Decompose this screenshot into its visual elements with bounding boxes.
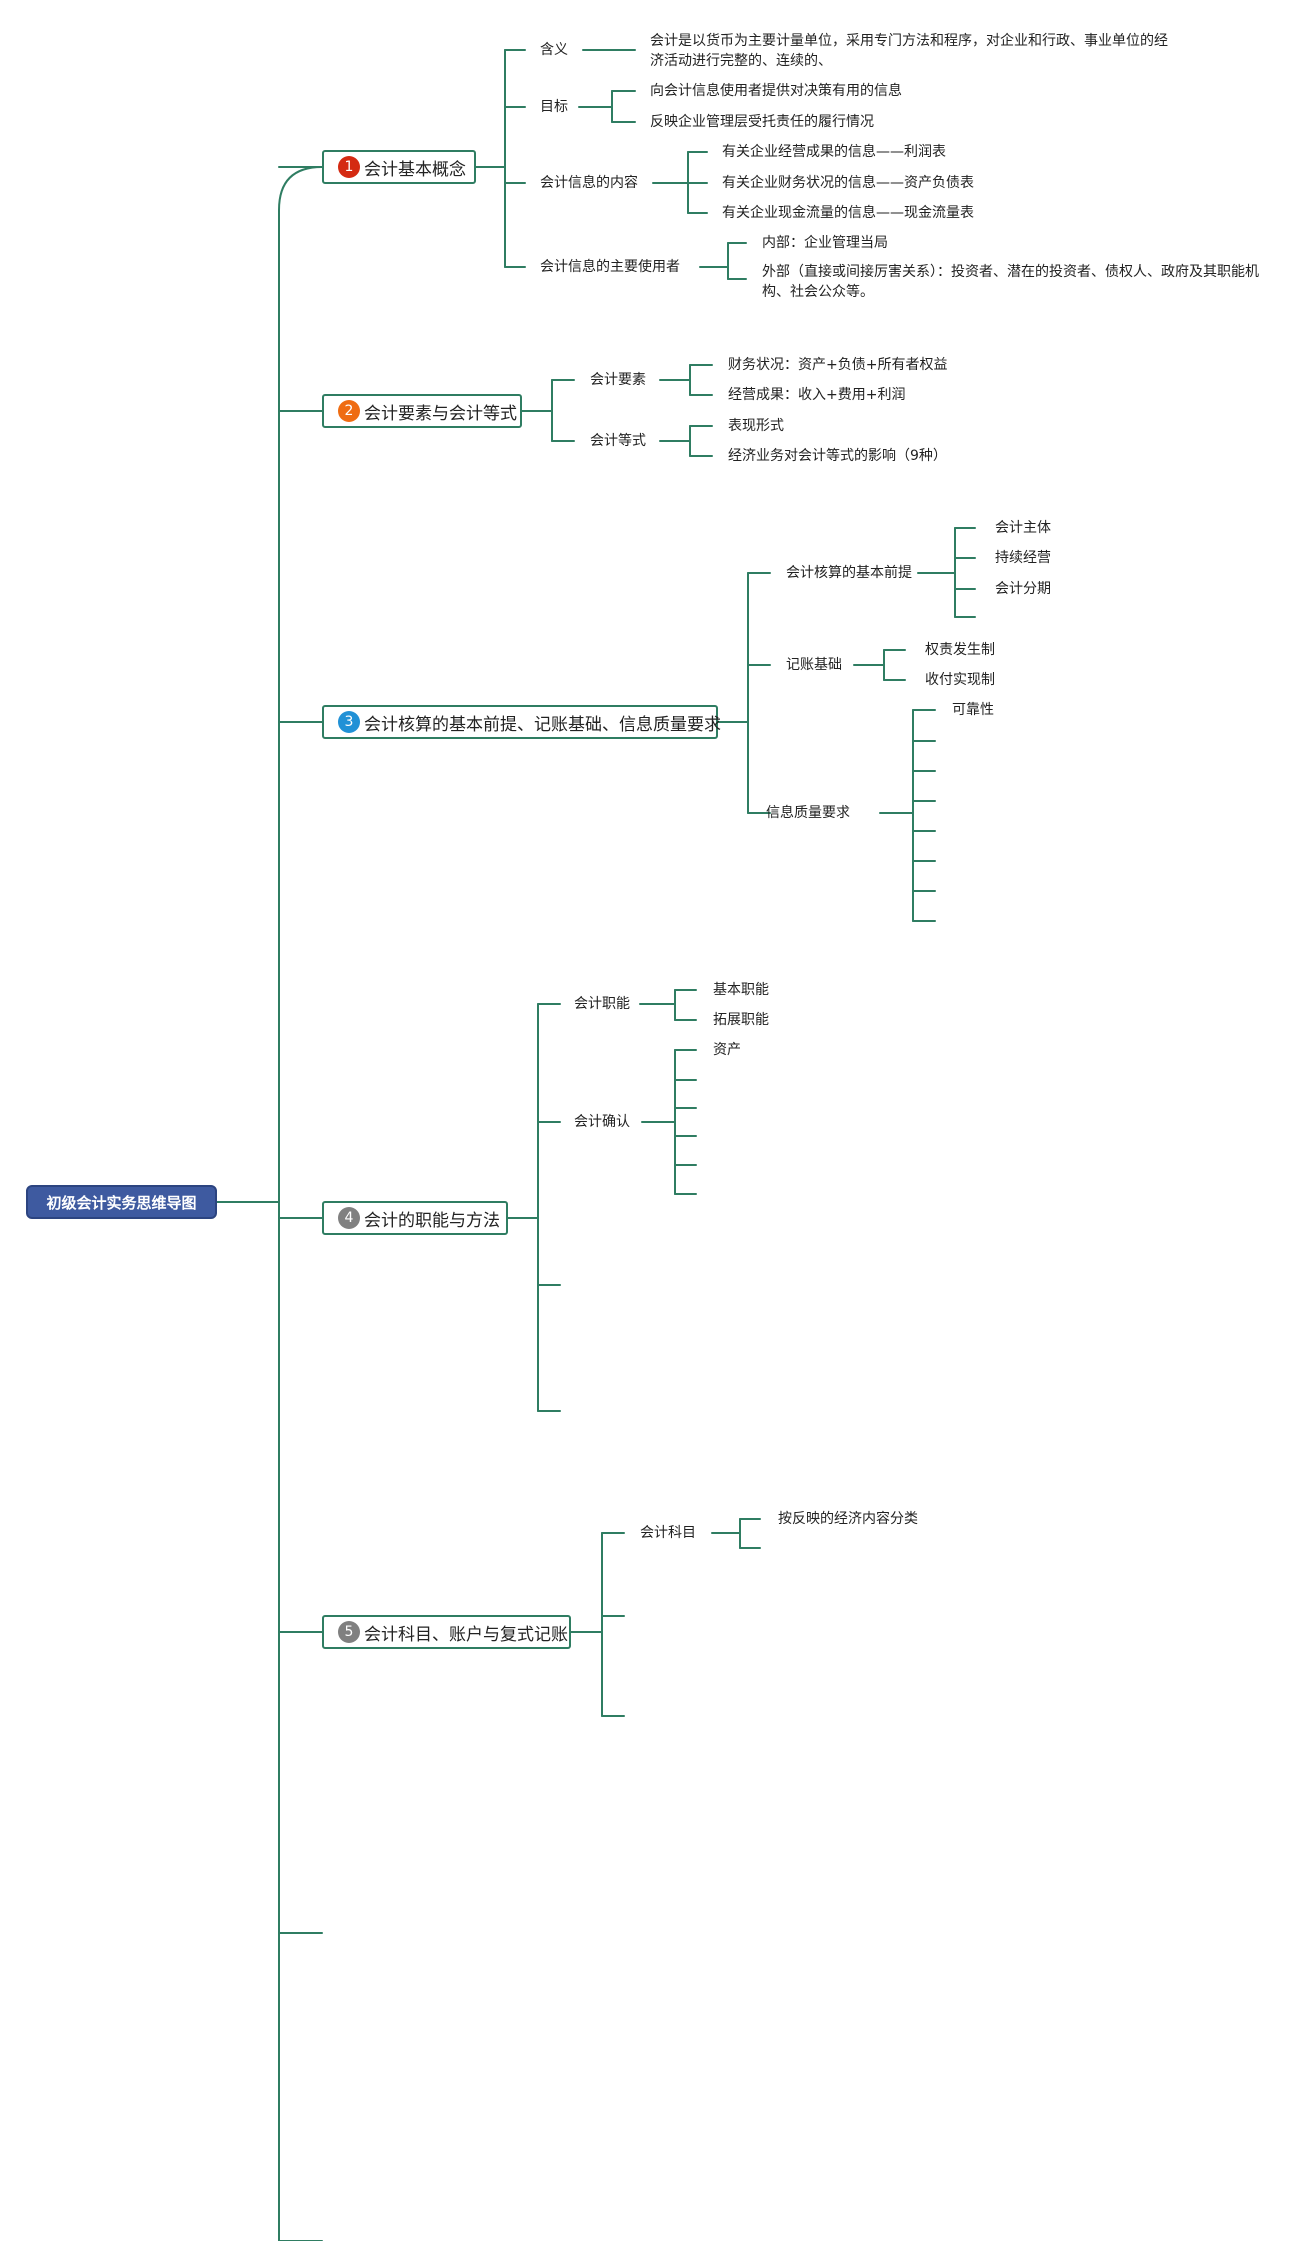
leaf-label[interactable]: 按反映的经济内容分类 (778, 1511, 918, 1527)
subtopic-label[interactable]: 记账基础 (786, 657, 842, 673)
leaf-label[interactable]: 财务状况：资产+负债+所有者权益 (728, 357, 948, 373)
subtopic-label[interactable]: 会计核算的基本前提 (786, 565, 912, 581)
leaf-label[interactable]: 会计是以货币为主要计量单位，采用专门方法和程序，对企业和行政、事业单位的经济活动… (650, 33, 1168, 69)
topic-label-3: 会计核算的基本前提、记账基础、信息质量要求 (364, 714, 721, 735)
topic-label-2: 会计要素与会计等式 (364, 403, 517, 424)
subtopic-label[interactable]: 会计信息的主要使用者 (540, 259, 680, 275)
leaf-label[interactable]: 内部：企业管理当局 (762, 235, 888, 251)
leaf-label[interactable]: 表现形式 (728, 418, 784, 434)
subtopic-label[interactable]: 会计确认 (574, 1114, 630, 1130)
number-badge-3: 3 (338, 711, 360, 733)
leaf-label[interactable]: 可靠性 (952, 702, 994, 718)
leaf-label[interactable]: 资产 (713, 1042, 741, 1058)
topic-node-5[interactable]: 5 会计科目、账户与复式记账 (322, 1615, 571, 1649)
number-badge-5: 5 (338, 1621, 360, 1643)
topic-label-4: 会计的职能与方法 (364, 1210, 500, 1231)
leaf-label[interactable]: 持续经营 (995, 550, 1051, 566)
topic-label-1: 会计基本概念 (364, 159, 466, 180)
leaf-label[interactable]: 外部（直接或间接厉害关系）：投资者、潜在的投资者、债权人、政府及其职能机构、社会… (762, 264, 1259, 300)
number-badge-2: 2 (338, 400, 360, 422)
topic-label-5: 会计科目、账户与复式记账 (364, 1624, 568, 1645)
leaf-label[interactable]: 会计分期 (995, 581, 1051, 597)
root-node[interactable]: 初级会计实务思维导图 (26, 1185, 217, 1219)
number-badge-1: 1 (338, 156, 360, 178)
leaf-label[interactable]: 反映企业管理层受托责任的履行情况 (650, 114, 874, 130)
topic-node-4[interactable]: 4 会计的职能与方法 (322, 1201, 508, 1235)
subtopic-label[interactable]: 含义 (540, 42, 568, 58)
leaf-label[interactable]: 经济业务对会计等式的影响（9种） (728, 448, 947, 464)
leaf-label[interactable]: 收付实现制 (925, 672, 995, 688)
subtopic-label[interactable]: 会计要素 (590, 372, 646, 388)
leaf-label[interactable]: 基本职能 (713, 982, 769, 998)
subtopic-label[interactable]: 会计科目 (640, 1525, 696, 1541)
subtopic-label[interactable]: 会计信息的内容 (540, 175, 638, 191)
leaf-label[interactable]: 会计主体 (995, 520, 1051, 536)
subtopic-label[interactable]: 信息质量要求 (766, 805, 850, 821)
subtopic-label[interactable]: 会计等式 (590, 433, 646, 449)
leaf-label[interactable]: 经营成果：收入+费用+利润 (728, 387, 906, 403)
topic-node-3[interactable]: 3 会计核算的基本前提、记账基础、信息质量要求 (322, 705, 721, 739)
leaf-label[interactable]: 有关企业经营成果的信息——利润表 (722, 144, 946, 160)
leaf-label[interactable]: 权责发生制 (925, 642, 995, 658)
root-label: 初级会计实务思维导图 (46, 1193, 197, 1212)
leaf-label[interactable]: 有关企业财务状况的信息——资产负债表 (722, 175, 974, 191)
number-badge-4: 4 (338, 1207, 360, 1229)
leaf-label[interactable]: 向会计信息使用者提供对决策有用的信息 (650, 83, 902, 99)
subtopic-label[interactable]: 目标 (540, 99, 568, 115)
topic-node-2[interactable]: 2 会计要素与会计等式 (322, 394, 522, 428)
subtopic-label[interactable]: 会计职能 (574, 996, 630, 1012)
leaf-label[interactable]: 有关企业现金流量的信息——现金流量表 (722, 205, 974, 221)
leaf-label[interactable]: 拓展职能 (713, 1012, 769, 1028)
topic-node-1[interactable]: 1 会计基本概念 (322, 150, 476, 184)
